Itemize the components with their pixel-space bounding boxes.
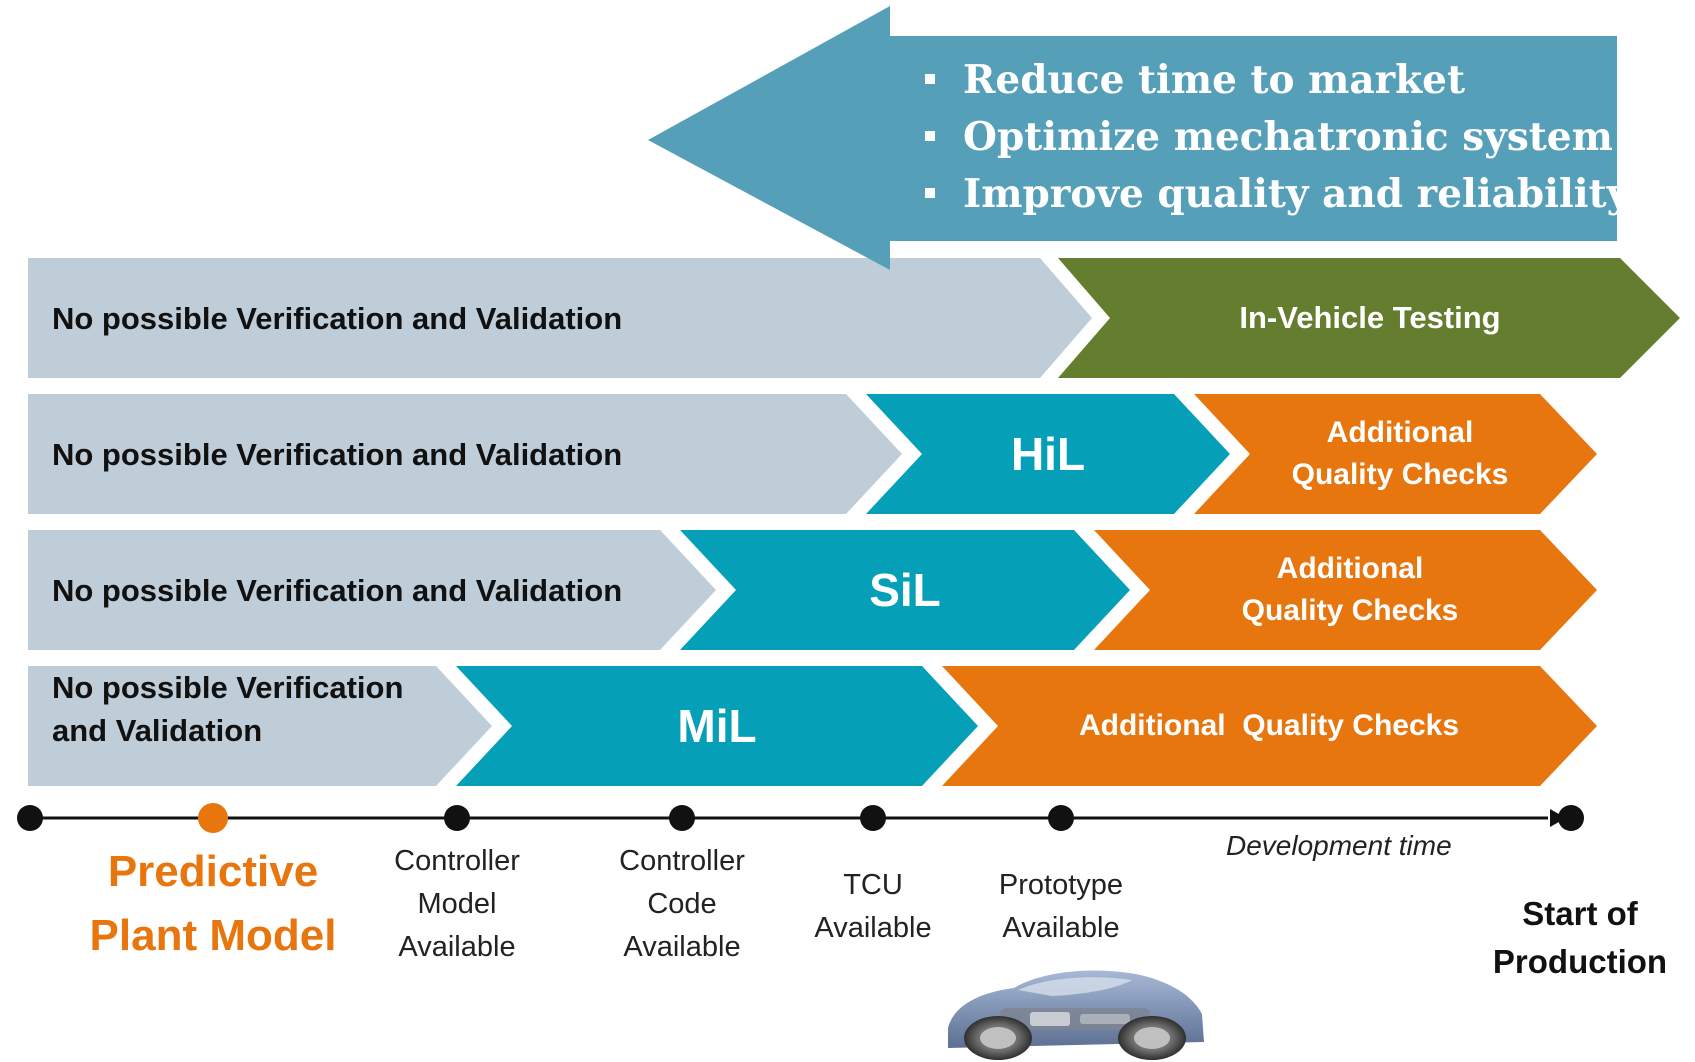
- milestone-line: Plant Model: [89, 911, 337, 960]
- milestone-line: Production: [1492, 943, 1668, 980]
- row2-no-vv-band: [28, 394, 902, 514]
- timeline-dot-predictive: [198, 803, 228, 833]
- timeline-dot-tcu: [860, 805, 886, 831]
- row3-no-vv-band: [28, 530, 716, 650]
- row2-checks-band: [1194, 394, 1597, 514]
- milestone-line: Controller: [619, 845, 745, 877]
- square-bullet-icon: [925, 188, 935, 198]
- row4-no-vv-label: No possible Verification and Validation: [52, 666, 452, 786]
- timeline-dot-sop: [1558, 805, 1584, 831]
- milestone-line: Predictive: [107, 847, 319, 896]
- row1-in-vehicle-band: [1058, 258, 1680, 378]
- row1-no-vv-band: [28, 258, 1092, 378]
- row3-sil-band: [680, 530, 1130, 650]
- row1-no-vv-label: No possible Verification and Validation: [52, 300, 623, 336]
- row4-checks-label: Additional Quality Checks: [1078, 709, 1460, 742]
- milestone-line: Prototype: [998, 869, 1124, 901]
- milestone-line: Controller: [394, 845, 520, 877]
- bullet-text: Reduce time to market: [963, 57, 1466, 103]
- milestone-line: Model: [417, 888, 497, 920]
- timeline-dot-prototype: [1048, 805, 1074, 831]
- milestone-prototype: Prototype Available: [976, 864, 1146, 950]
- square-bullet-icon: [925, 74, 935, 84]
- timeline-start-dot: [17, 805, 43, 831]
- row3-checks-band: [1094, 530, 1597, 650]
- milestone-line: Available: [398, 931, 516, 963]
- row2-no-vv-label: No possible Verification and Validation: [52, 436, 623, 472]
- row4-checks-band: [942, 666, 1597, 786]
- row2-checks-label: Additional Quality Checks: [1250, 394, 1550, 514]
- milestone-controller-code: Controller Code Available: [592, 840, 772, 969]
- checks-line-1: Additional: [1276, 552, 1424, 585]
- timeline-dot-controller-model: [444, 805, 470, 831]
- bullet-text: Improve quality and reliability: [963, 171, 1630, 217]
- development-time-label: Development time: [1226, 830, 1452, 861]
- bullet-item: Reduce time to market: [925, 52, 1629, 109]
- checks-line-1: Additional: [1326, 416, 1474, 449]
- milestone-start-of-production: Start of Production: [1470, 890, 1690, 986]
- row4-mil-label: MiL: [677, 700, 757, 752]
- row3-checks-label: Additional Quality Checks: [1150, 530, 1550, 650]
- milestone-controller-model: Controller Model Available: [367, 840, 547, 969]
- milestone-line: Available: [814, 912, 932, 944]
- milestone-line: Code: [647, 888, 717, 920]
- bullet-item: Improve quality and reliability: [925, 166, 1629, 223]
- row4-mil-band: [456, 666, 978, 786]
- row3-sil-label: SiL: [869, 564, 941, 616]
- bullet-item: Optimize mechatronic system: [925, 109, 1629, 166]
- row4-no-vv-band: [28, 666, 492, 786]
- milestone-predictive-plant-model: Predictive Plant Model: [58, 840, 368, 968]
- banner-arrow: [648, 6, 1617, 270]
- milestone-line: TCU: [843, 869, 903, 901]
- milestone-line: Available: [623, 931, 741, 963]
- row3-no-vv-label: No possible Verification and Validation: [52, 572, 623, 608]
- milestone-line: Available: [1002, 912, 1120, 944]
- timeline-dot-controller-code: [669, 805, 695, 831]
- row2-hil-label: HiL: [1010, 428, 1086, 480]
- row2-hil-band: [866, 394, 1230, 514]
- checks-line-2: Quality Checks: [1291, 458, 1509, 491]
- milestone-line: Start of: [1522, 895, 1638, 932]
- checks-line-2: Quality Checks: [1241, 594, 1459, 627]
- banner-bullet-list: Reduce time to market Optimize mechatron…: [925, 52, 1629, 223]
- row1-in-vehicle-label: In-Vehicle Testing: [1239, 300, 1501, 335]
- square-bullet-icon: [925, 131, 935, 141]
- no-vv-line-2: and Validation: [52, 713, 263, 748]
- milestone-tcu: TCU Available: [793, 864, 953, 950]
- no-vv-line-1: No possible Verification: [52, 670, 404, 705]
- car-chassis-icon: [948, 970, 1204, 1060]
- bullet-text: Optimize mechatronic system: [963, 114, 1613, 160]
